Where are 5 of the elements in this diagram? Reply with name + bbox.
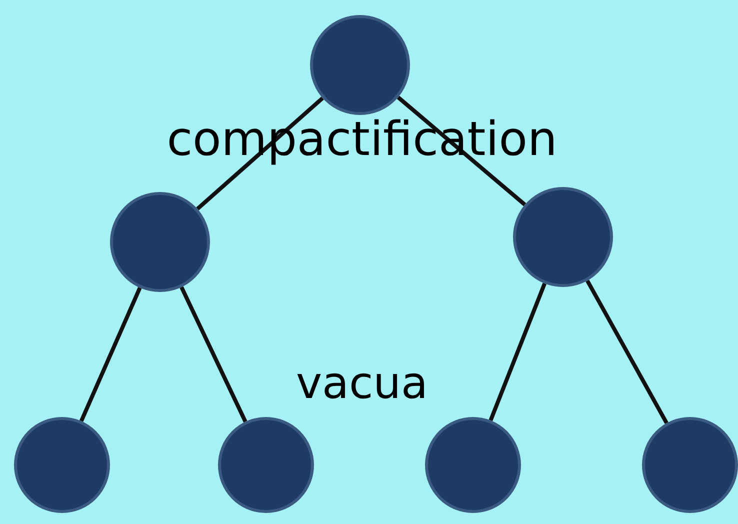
diagram-label: vacua [296, 362, 428, 406]
connector-line [488, 282, 546, 422]
connector-line [586, 280, 668, 424]
connector-line [79, 286, 142, 422]
connector-line [180, 286, 248, 423]
